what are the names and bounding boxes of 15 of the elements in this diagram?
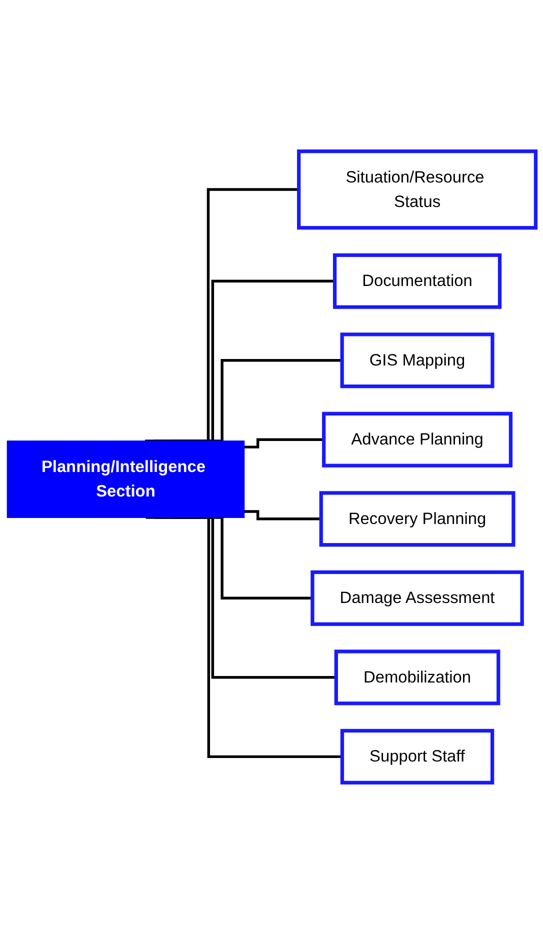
node-box: Planning/Intelligence Section bbox=[6, 440, 245, 518]
connector bbox=[154, 280, 335, 442]
node-box: Documentation bbox=[332, 253, 502, 309]
node-box: Support Staff bbox=[340, 728, 494, 784]
connector bbox=[144, 188, 299, 442]
node-box: Situation/Resource Status bbox=[297, 150, 538, 230]
connector bbox=[146, 516, 342, 758]
node-box: Recovery Planning bbox=[319, 491, 516, 547]
connector bbox=[244, 510, 322, 520]
node-box: GIS Mapping bbox=[340, 332, 494, 388]
node-box: Advance Planning bbox=[322, 412, 513, 468]
node-box: Damage Assessment bbox=[310, 570, 524, 626]
node-box: Demobilization bbox=[334, 650, 500, 706]
connector bbox=[244, 438, 324, 448]
connector bbox=[172, 359, 342, 442]
